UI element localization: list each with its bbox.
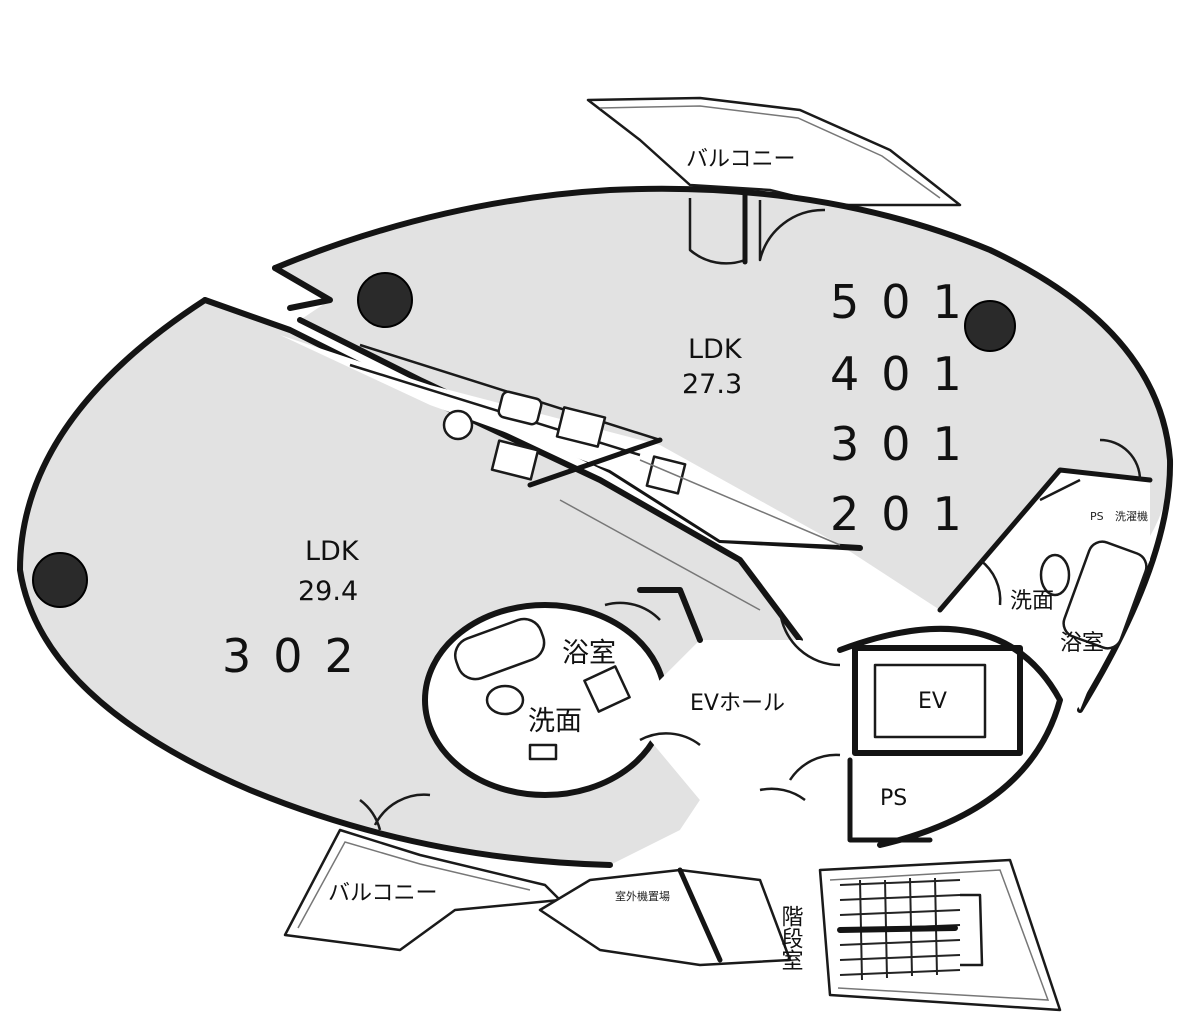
stairs: 階段室 [778,858,1062,1012]
balcony-south-label: バルコニー [328,881,438,906]
shared-storage-label: 室外機置場 [615,889,670,903]
storage: PS [847,757,933,843]
unit-west-labels: LDK 29.4 302 [222,536,376,683]
shared-storage: 室外機置場 [538,867,792,967]
bath-east-label: 浴室 [1060,631,1104,656]
unit-east-area: 27.3 [682,369,742,400]
bath-west: 浴室 洗面 [422,601,668,798]
unit-number-302: 302 [222,629,376,683]
stairs-label: 階段室 [778,905,804,971]
ev-hall-label: EVホール [690,691,785,716]
washroom-east-label: 洗面 [1010,589,1054,614]
small-room-2-label: 洗濯機 [1115,509,1148,523]
elevator-label: EV [918,689,947,714]
bath-west-label: 浴室 [562,638,616,669]
balcony-door-north[interactable] [688,192,826,265]
unit-number-401: 401 [830,347,984,401]
elevator: EV [852,645,1023,756]
unit-number-301: 301 [830,417,984,471]
unit-number-201: 201 [830,487,984,541]
unit-east-labels: LDK 27.3 501 401 301 201 [682,275,984,541]
balcony-north-label: バルコニー [686,147,796,172]
washroom-west-label: 洗面 [528,706,582,737]
pillar-3 [32,552,88,608]
unit-west-type: LDK [305,536,360,567]
kitchen-band [280,335,841,611]
unit-number-501: 501 [830,275,984,329]
storage-label: PS [880,786,907,811]
unit-east-type: LDK [688,334,743,365]
balcony-south: バルコニー [283,793,562,952]
pillar-1 [357,272,413,328]
unit-west-area: 29.4 [298,576,358,607]
balcony-north: バルコニー [586,96,962,207]
small-room-1-label: PS [1090,510,1104,523]
pillar-2 [964,300,1016,352]
bath-east: 洗面 浴室 PS 洗濯機 [937,438,1153,710]
